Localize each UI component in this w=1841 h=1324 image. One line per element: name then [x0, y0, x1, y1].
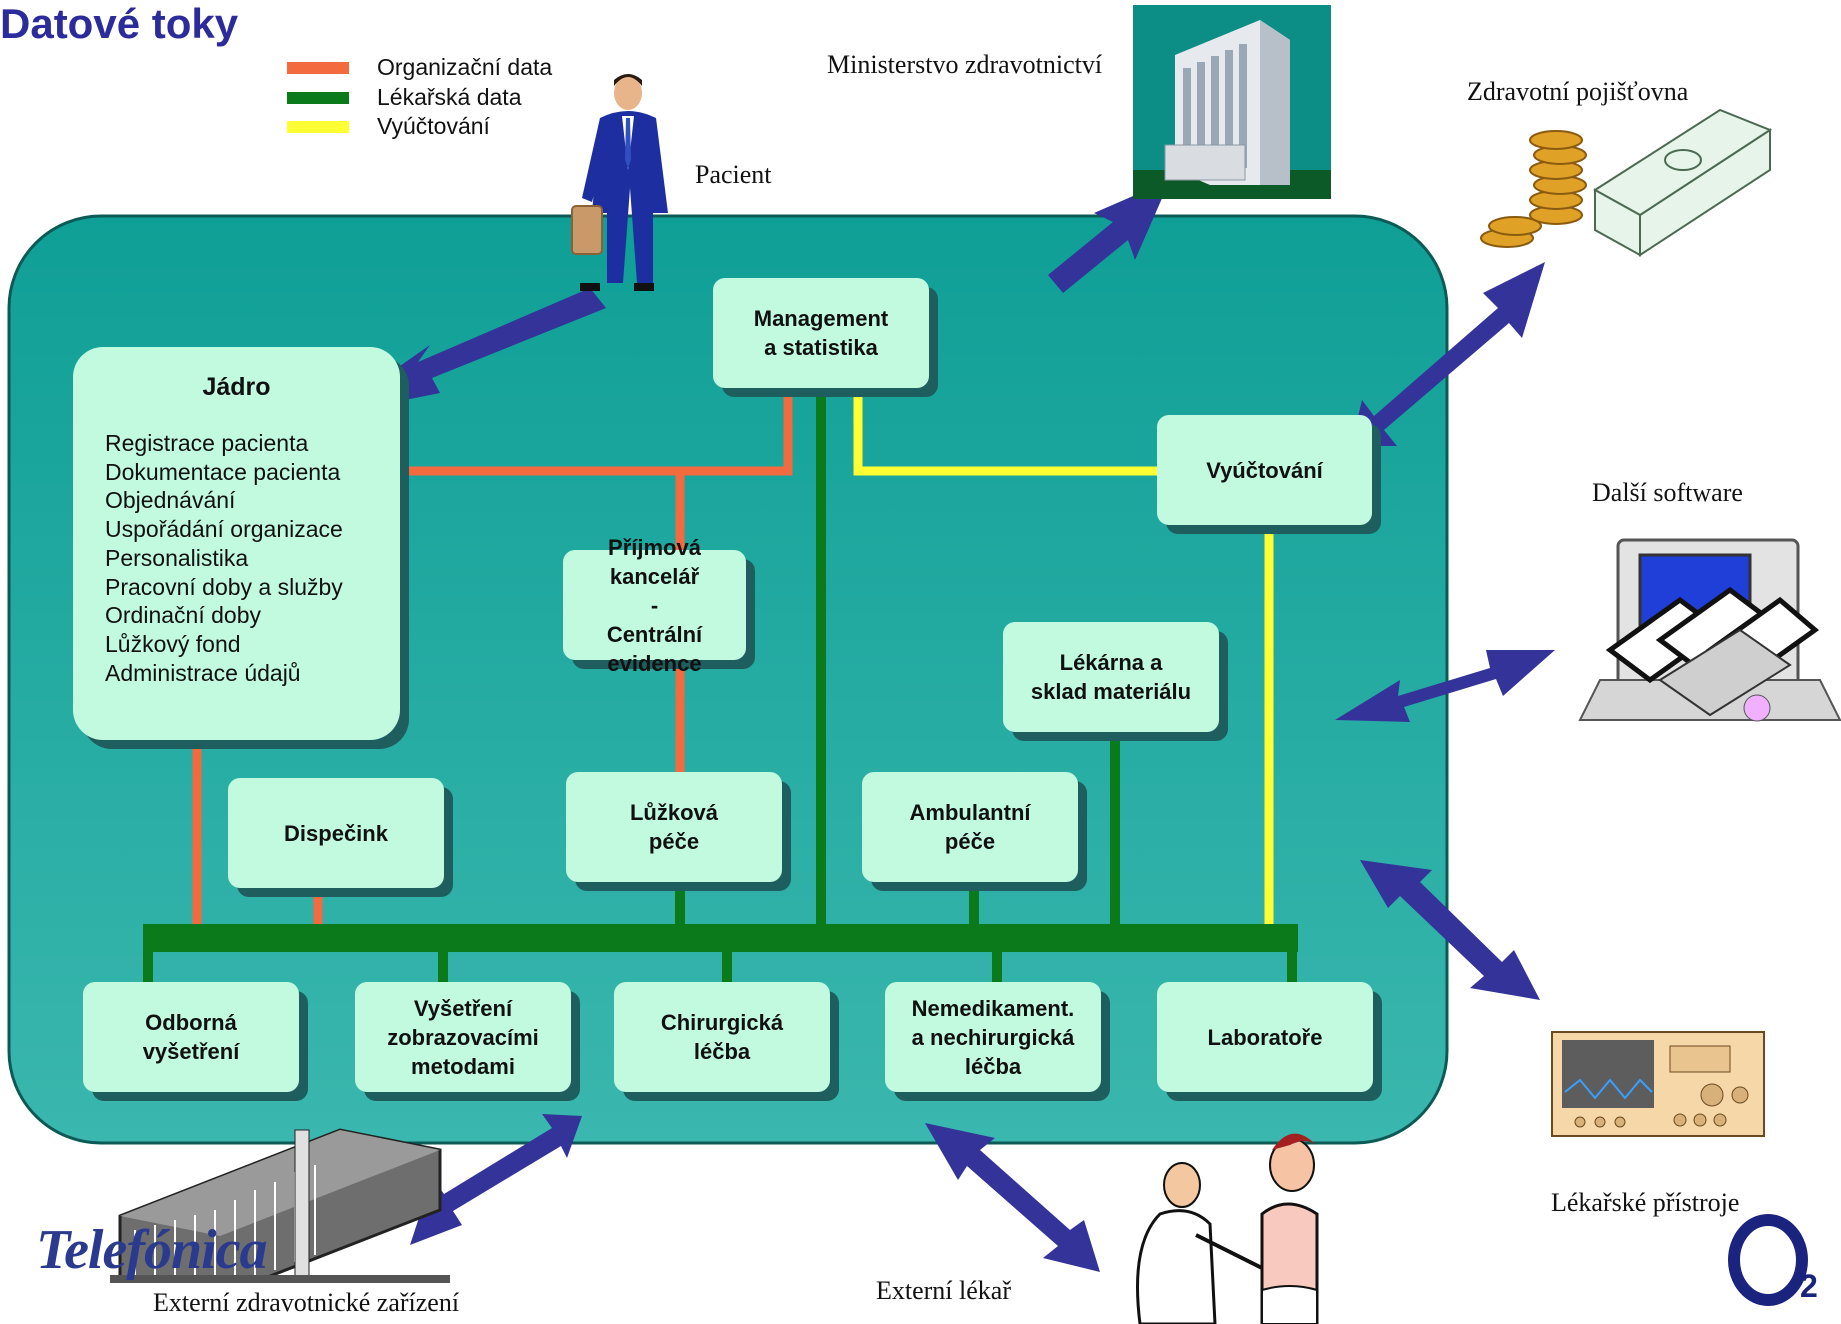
billing-lines — [853, 385, 1274, 928]
legend-label-billing: Vyúčtování — [377, 113, 490, 139]
ministry-label: Ministerstvo zdravotnictví — [827, 50, 1103, 79]
ministry-arrow — [1048, 180, 1170, 293]
inpatient-label: Lůžková péče — [629, 800, 719, 854]
pharmacy-label: Lékárna a sklad materiálu — [1030, 650, 1192, 704]
other-software-label: Další software — [1592, 478, 1743, 507]
diagram-title: Datové toky — [0, 0, 239, 47]
core-function-list: Registrace pacienta Dokumentace pacienta… — [105, 429, 343, 687]
external-doctor-label: Externí lékař — [876, 1276, 1011, 1305]
medical-data-bus — [143, 924, 1298, 952]
patient-label: Pacient — [695, 160, 772, 189]
core-item: Pracovní doby a služby — [105, 573, 343, 600]
pharmacy-module: Lékárna a sklad materiálu — [1003, 622, 1219, 732]
nonmed-module: Nemedikament. a nechirurgická léčba — [885, 982, 1101, 1092]
devices-arrow — [1360, 860, 1540, 1000]
specialist-module: Odborná vyšetření — [83, 982, 299, 1092]
facility-arrow — [410, 1114, 582, 1245]
imaging-module: Vyšetření zobrazovacími metodami — [355, 982, 571, 1092]
insurance-arrow — [1351, 262, 1545, 446]
medical-device-icon — [1551, 1031, 1765, 1137]
outpatient-module: Ambulantní péče — [862, 772, 1078, 882]
surgery-module: Chirurgická léčba — [614, 982, 830, 1092]
medical-data-lines — [143, 385, 1297, 982]
specialist-label: Odborná vyšetření — [142, 1010, 240, 1064]
outpatient-label: Ambulantní péče — [909, 800, 1031, 854]
core-module: Jádro Registrace pacienta Dokumentace pa… — [73, 347, 400, 740]
management-module: Management a statistika — [713, 278, 929, 388]
admission-module: Příjmová kancelář - Centrální evidence — [563, 535, 746, 676]
core-title: Jádro — [202, 373, 271, 401]
billing-label: Vyúčtování — [1206, 457, 1323, 483]
core-item: Dokumentace pacienta — [105, 458, 341, 485]
hospital-icon — [110, 1128, 450, 1283]
doctor-icon — [1136, 1133, 1319, 1324]
medical-devices-label: Lékařské přístroje — [1551, 1188, 1740, 1217]
legend-label-medical: Lékařská data — [377, 84, 522, 110]
legend-swatch-organizational — [287, 62, 349, 74]
admission-label: Příjmová kancelář - Centrální evidence — [606, 534, 703, 676]
o2-subscript: 2 — [1800, 1268, 1818, 1304]
dispatch-module: Dispečink — [228, 778, 444, 888]
core-item: Personalistika — [105, 544, 249, 571]
core-item: Administrace údajů — [105, 659, 301, 686]
legend-swatch-medical — [287, 92, 349, 104]
core-item: Lůžkový fond — [105, 630, 241, 657]
software-arrow — [1335, 650, 1555, 722]
billing-module: Vyúčtování — [1157, 415, 1372, 525]
insurance-label: Zdravotní pojišťovna — [1467, 77, 1689, 106]
labs-module: Laboratoře — [1157, 982, 1373, 1092]
doctor-arrow — [925, 1123, 1100, 1272]
o2-logo — [1728, 1214, 1808, 1306]
computer-icon — [1578, 538, 1841, 722]
core-item: Ordinační doby — [105, 602, 261, 629]
core-item: Objednávání — [105, 487, 236, 514]
businessman-icon — [571, 74, 668, 291]
dispatch-label: Dispečink — [284, 820, 388, 846]
legend-swatch-billing — [287, 121, 349, 133]
money-icon — [1480, 108, 1773, 257]
core-item: Uspořádání organizace — [105, 516, 343, 543]
inpatient-module: Lůžková péče — [566, 772, 782, 882]
imaging-label: Vyšetření zobrazovacími metodami — [387, 995, 539, 1079]
building-icon — [1133, 5, 1331, 199]
organizational-data-lines — [192, 385, 793, 928]
external-facility-label: Externí zdravotnické zařízení — [153, 1288, 460, 1317]
telefonica-logo: Telefónica — [36, 1219, 268, 1281]
surgery-label: Chirurgická léčba — [660, 1010, 784, 1064]
labs-label: Laboratoře — [1207, 1024, 1323, 1050]
legend-label-organizational: Organizační data — [377, 54, 553, 80]
management-label: Management a statistika — [753, 306, 889, 360]
nonmed-label: Nemedikament. a nechirurgická léčba — [911, 995, 1075, 1079]
core-item: Registrace pacienta — [105, 430, 309, 456]
